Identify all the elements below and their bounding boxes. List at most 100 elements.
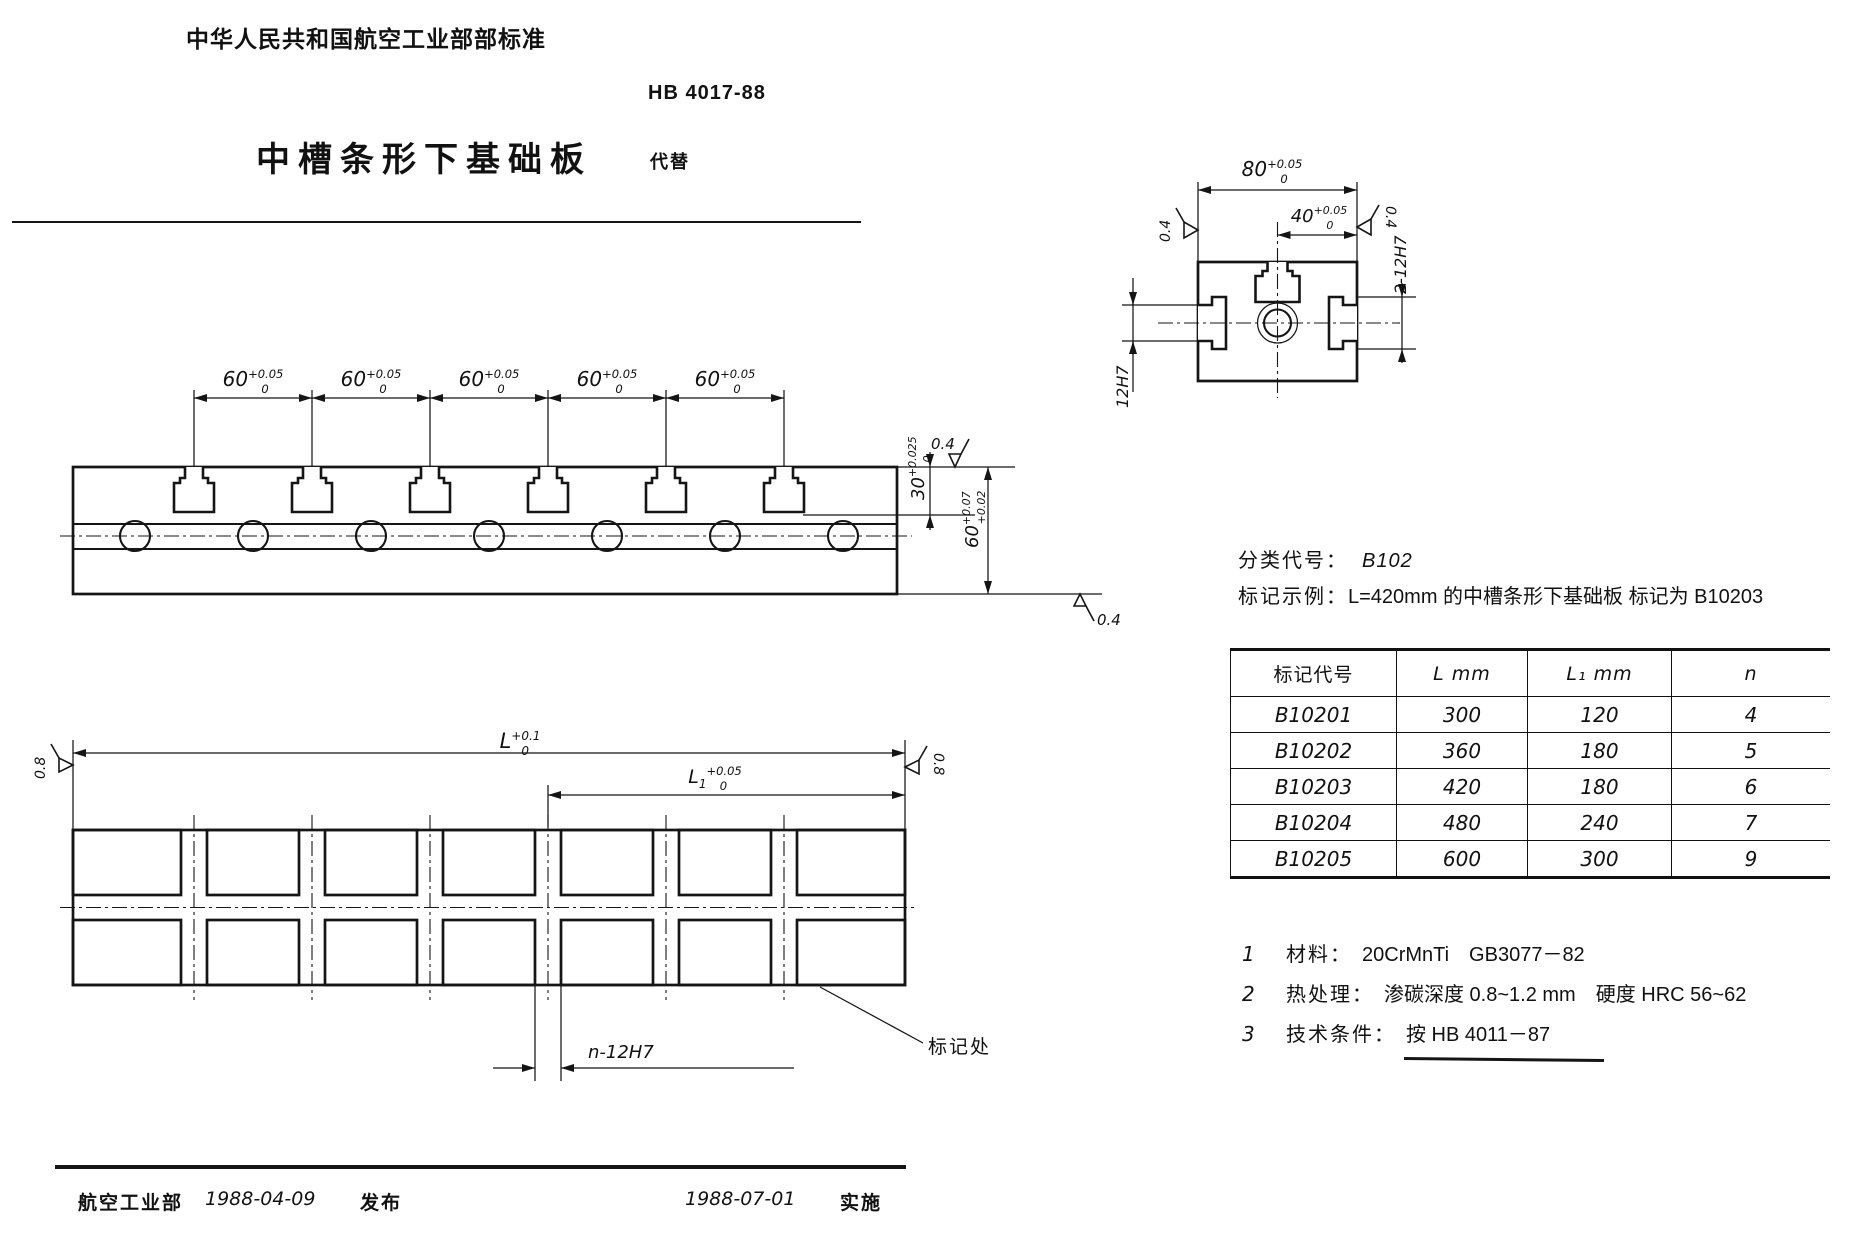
cell-code: B10203 xyxy=(1230,768,1397,805)
cell-l: 300 xyxy=(1396,696,1528,733)
roughness-triangle-icon xyxy=(58,756,75,774)
standard-number: HB 4017-88 xyxy=(648,82,766,104)
replaces-label: 代替 xyxy=(650,152,690,172)
footer-org: 航空工业部 xyxy=(78,1193,184,1214)
table-row: B10201 300 120 4 xyxy=(1230,696,1830,733)
roughness-left-value: 0.4 xyxy=(1158,220,1174,242)
note-label: 材料： xyxy=(1286,944,1352,966)
ministry-standard-heading: 中华人民共和国航空工业部部标准 xyxy=(186,26,546,52)
roughness-left-mark: 0.8 xyxy=(33,743,75,779)
cell-l: 480 xyxy=(1396,804,1528,841)
cell-n: 5 xyxy=(1671,732,1830,769)
roughness-bottom-mark: 0.4 xyxy=(1072,592,1121,629)
cell-l1: 300 xyxy=(1527,840,1672,878)
table-row: B10203 420 180 6 xyxy=(1230,768,1830,805)
slot-center-lines xyxy=(60,815,918,1000)
cell-n: 6 xyxy=(1671,768,1830,805)
dim-side-slots: 2-12H7 xyxy=(1391,235,1410,294)
roughness-bottom-value: 0.4 xyxy=(1097,611,1121,629)
footer-publish-label: 发布 xyxy=(360,1193,403,1214)
roughness-triangle-icon xyxy=(947,453,963,469)
dim-keyway: 12H7 xyxy=(1113,365,1132,408)
note-label: 技术条件： xyxy=(1286,1024,1396,1046)
classification-value: B102 xyxy=(1362,550,1413,572)
cell-l1: 180 xyxy=(1527,732,1672,769)
note-text: 按 HB 4011－87 xyxy=(1406,1024,1551,1046)
marking-example-line: 标记示例：L=420mm 的中槽条形下基础板 标记为 B10203 xyxy=(1238,580,1763,609)
cell-l1: 180 xyxy=(1527,768,1672,805)
roughness-left-mark: 0.4 xyxy=(1158,207,1200,242)
page-title: 中槽条形下基础板 xyxy=(256,141,592,179)
classification-line: 分类代号： B102 xyxy=(1238,544,1413,573)
cell-l1: 120 xyxy=(1527,696,1672,733)
cell-code: B10202 xyxy=(1230,732,1397,769)
roughness-top-value: 0.4 xyxy=(931,435,955,453)
cell-code: B10205 xyxy=(1274,846,1353,871)
marking-example-value: L=420mm 的中槽条形下基础板 标记为 B10203 xyxy=(1348,586,1764,608)
footer-rule xyxy=(55,1165,906,1169)
roughness-top-mark: 0.4 xyxy=(931,435,970,469)
cell-n: 7 xyxy=(1671,804,1830,841)
keyway-dimension: 12H7 xyxy=(1113,278,1198,408)
cell-code: B10201 xyxy=(1230,696,1397,733)
note-number: 2 xyxy=(1242,982,1255,1006)
mark-location-leader xyxy=(819,986,924,1044)
roughness-triangle-icon xyxy=(903,758,920,776)
cell-code: B10204 xyxy=(1230,804,1397,841)
classification-label: 分类代号： xyxy=(1238,550,1348,572)
col-header-l: L mm xyxy=(1396,649,1528,697)
note-text: 20CrMnTi GB3077－82 xyxy=(1362,944,1585,966)
dim-slot-spec: n-12H7 xyxy=(588,1042,654,1063)
marking-example-label: 标记示例： xyxy=(1238,586,1348,608)
roughness-left-value: 0.8 xyxy=(33,757,49,779)
cell-n: 4 xyxy=(1671,696,1830,733)
mark-location-label: 标记处 xyxy=(928,1036,991,1058)
roughness-triangle-icon xyxy=(1355,217,1372,237)
holes xyxy=(118,519,860,553)
spec-table: 标记代号 L mm L₁ mm n B10201 300 120 4 B1020… xyxy=(1230,648,1830,879)
note-heat-treatment: 2 热处理： 渗碳深度 0.8~1.2 mm 硬度 HRC 56~62 xyxy=(1242,978,1746,1007)
notes-underline xyxy=(1403,1056,1605,1063)
note-technical-conditions: 3 技术条件： 按 HB 4011－87 xyxy=(1242,1018,1550,1047)
roughness-triangle-icon xyxy=(1072,592,1088,607)
table-row: B10202 360 180 5 xyxy=(1230,732,1830,769)
roughness-triangle-icon xyxy=(1183,220,1200,240)
footer-implement-label: 实施 xyxy=(840,1193,883,1214)
cell-l: 420 xyxy=(1396,768,1528,805)
cell-l1: 240 xyxy=(1527,804,1672,841)
cell-l: 360 xyxy=(1396,732,1528,769)
mark-location-callout: 标记处 xyxy=(819,986,991,1058)
note-label: 热处理： xyxy=(1286,984,1374,1006)
note-number: 3 xyxy=(1242,1022,1255,1046)
cell-l: 600 xyxy=(1396,840,1528,878)
footer-publish-date: 1988-04-09 xyxy=(205,1188,316,1210)
slot-lands xyxy=(71,828,907,987)
slot-width-dimension: n-12H7 xyxy=(493,985,794,1081)
footer-impl-date: 1988-07-01 xyxy=(685,1188,796,1210)
table-row: B10205 600 300 9 xyxy=(1231,840,1830,878)
col-header-n: n xyxy=(1671,649,1830,697)
note-text: 渗碳深度 0.8~1.2 mm 硬度 HRC 56~62 xyxy=(1384,984,1747,1006)
table-header-row: 标记代号 L mm L₁ mm n xyxy=(1230,649,1830,697)
roughness-right-mark: 0.8 xyxy=(903,745,946,776)
roughness-right-value: 0.4 xyxy=(1382,206,1398,228)
plate-body xyxy=(60,465,912,596)
cell-n: 9 xyxy=(1671,840,1830,878)
